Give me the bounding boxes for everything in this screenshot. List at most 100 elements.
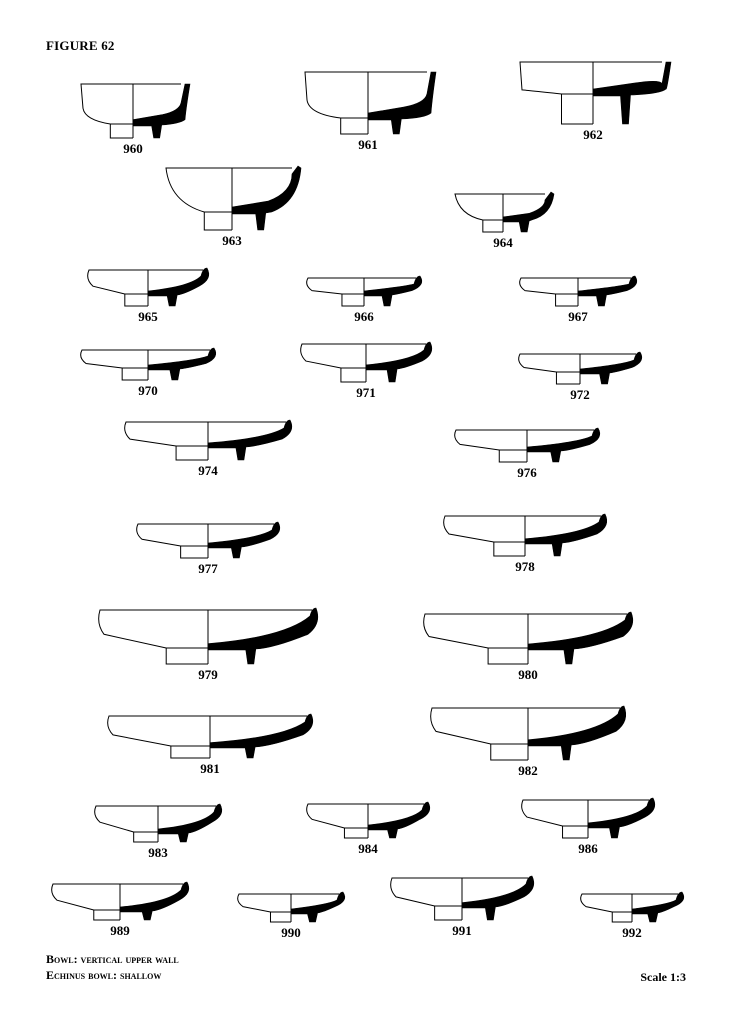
exterior-outline [390, 877, 462, 907]
foot-outline [341, 293, 364, 307]
profile-977: 977 [136, 521, 281, 576]
profile-963: 963 [165, 165, 302, 248]
exterior-outline [304, 71, 368, 119]
catalogue-number: 964 [493, 235, 513, 250]
catalogue-number: 971 [356, 385, 376, 400]
catalogue-number: 960 [123, 141, 143, 156]
catalogue-number: 984 [358, 841, 378, 856]
exterior-outline [306, 277, 364, 295]
section-profile [527, 705, 627, 761]
foot-outline [203, 211, 232, 231]
catalogue-number: 979 [198, 667, 218, 682]
foot-outline [482, 219, 503, 233]
exterior-outline [300, 343, 366, 369]
catalogue-number: 986 [578, 841, 598, 856]
section-profile [631, 891, 685, 923]
catalogue-number: 992 [622, 925, 642, 940]
section-profile [207, 419, 293, 461]
section-profile [579, 351, 643, 385]
foot-outline [555, 293, 578, 307]
profile-986: 986 [521, 797, 656, 856]
exterior-outline [454, 429, 527, 451]
profile-978: 978 [443, 513, 608, 574]
section-profile [207, 607, 319, 665]
profile-979: 979 [98, 607, 319, 682]
exterior-outline [80, 349, 148, 369]
section-profile [527, 611, 634, 665]
section-profile [461, 875, 535, 921]
exterior-outline [237, 893, 291, 913]
section-profile [119, 881, 190, 921]
profile-991: 991 [390, 875, 535, 938]
exterior-outline [165, 167, 232, 213]
exterior-outline [87, 269, 148, 295]
profile-980: 980 [423, 611, 634, 682]
catalogue-number: 978 [515, 559, 535, 574]
profile-972: 972 [518, 351, 643, 402]
foot-outline [269, 911, 291, 923]
section-profile [147, 347, 217, 381]
foot-outline [555, 371, 580, 385]
section-profile [363, 275, 423, 307]
foot-outline [133, 831, 158, 843]
catalogue-number: 961 [358, 137, 378, 152]
catalogue-number: 974 [198, 463, 218, 478]
profile-990: 990 [237, 891, 346, 940]
catalogue-number: 991 [452, 923, 472, 938]
foot-outline [498, 449, 527, 463]
exterior-outline [519, 61, 593, 95]
scale-label: Scale 1:3 [640, 970, 686, 984]
foot-outline [93, 909, 120, 921]
profile-976: 976 [454, 427, 601, 480]
catalogue-number: 967 [568, 309, 588, 324]
profile-967: 967 [519, 275, 638, 324]
profile-984: 984 [306, 801, 431, 856]
catalogue-number: 966 [354, 309, 374, 324]
section-profile [592, 61, 672, 125]
section-profile [207, 521, 281, 559]
foot-outline [180, 545, 208, 559]
section-profile [231, 165, 302, 231]
exterior-outline [423, 613, 528, 649]
profile-981: 981 [107, 713, 314, 776]
section-profile [132, 83, 191, 139]
exterior-outline [80, 83, 133, 125]
section-profile [209, 713, 314, 759]
foot-outline [487, 647, 528, 665]
catalogue-number: 962 [583, 127, 603, 142]
section-profile [577, 275, 638, 307]
foot-outline [165, 647, 208, 665]
profile-971: 971 [300, 341, 433, 400]
catalogue-number: 990 [281, 925, 301, 940]
exterior-outline [107, 715, 210, 747]
foot-outline [561, 93, 593, 125]
catalogue-number: 976 [517, 465, 537, 480]
exterior-outline [51, 883, 120, 911]
foot-outline [434, 905, 462, 921]
catalogue-number: 981 [200, 761, 220, 776]
section-profile [524, 513, 608, 557]
catalogue-number: 982 [518, 763, 538, 778]
foot-outline [493, 541, 525, 557]
exterior-outline [580, 893, 632, 913]
foot-outline [170, 745, 210, 759]
section-profile [365, 341, 433, 383]
catalogue-number: 972 [570, 387, 590, 402]
exterior-outline [454, 193, 503, 221]
profile-983: 983 [94, 803, 223, 860]
catalogue-number: 977 [198, 561, 218, 576]
catalogue-number: 970 [138, 383, 158, 398]
catalogue-number: 980 [518, 667, 538, 682]
exterior-outline [443, 515, 525, 543]
exterior-outline [521, 799, 588, 827]
profile-962: 962 [519, 61, 672, 142]
catalogue-number: 989 [110, 923, 130, 938]
catalogue-number: 963 [222, 233, 242, 248]
section-profile [367, 801, 431, 839]
profile-961: 961 [304, 71, 437, 152]
profile-965: 965 [87, 267, 210, 324]
foot-outline [121, 367, 148, 381]
catalogue-number: 983 [148, 845, 168, 860]
exterior-outline [136, 523, 208, 547]
exterior-outline [98, 609, 208, 649]
